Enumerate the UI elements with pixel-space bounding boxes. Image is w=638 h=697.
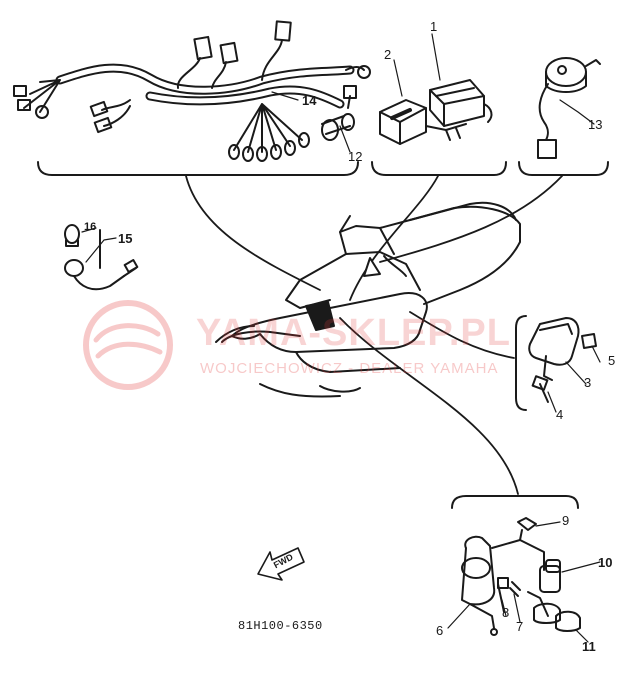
leader-coil (339, 317, 519, 495)
callout-2: 2 (384, 47, 392, 62)
callout-8: 8 (502, 605, 510, 620)
bracket-cdi (371, 161, 507, 176)
watermark-subtitle: WOJCIECHOWICZ - DEALER YAMAHA (200, 360, 499, 377)
bracket-harness (37, 161, 359, 176)
ignition-coil-assembly (461, 517, 581, 636)
callout-5: 5 (608, 353, 616, 368)
fwd-arrow-icon (257, 547, 305, 581)
bracket-switch (518, 161, 609, 176)
bulb-socket (64, 224, 139, 291)
main-switch (537, 57, 601, 159)
leader-harness (185, 175, 321, 291)
callout-15: 15 (118, 231, 133, 246)
part-code: 81H100-6350 (238, 619, 323, 633)
callout-12: 12 (348, 149, 363, 164)
bracket-coil (451, 495, 579, 509)
callout-7: 7 (516, 619, 524, 634)
bracket-relay (515, 315, 527, 411)
watermark-title: YAMA-SKLEP.PL (196, 312, 511, 354)
leader-cdi (349, 175, 439, 301)
callout-9: 9 (562, 513, 570, 528)
callout-14: 14 (302, 93, 317, 108)
callout-11: 11 (582, 639, 596, 654)
callout-6: 6 (436, 623, 444, 638)
callout-leaders (81, 33, 601, 643)
wire-harness (13, 20, 371, 162)
callout-4: 4 (556, 407, 564, 422)
callout-13: 13 (588, 117, 603, 132)
callout-16: 16 (84, 221, 97, 233)
relay-assembly (528, 317, 597, 403)
snowmobile (215, 201, 521, 398)
leader-switch (379, 175, 563, 263)
callout-1: 1 (430, 19, 438, 34)
watermark-logo (83, 300, 173, 390)
callout-3: 3 (584, 375, 592, 390)
callout-10: 10 (598, 555, 613, 570)
cdi-unit (379, 79, 493, 145)
leader-relay (409, 311, 515, 359)
